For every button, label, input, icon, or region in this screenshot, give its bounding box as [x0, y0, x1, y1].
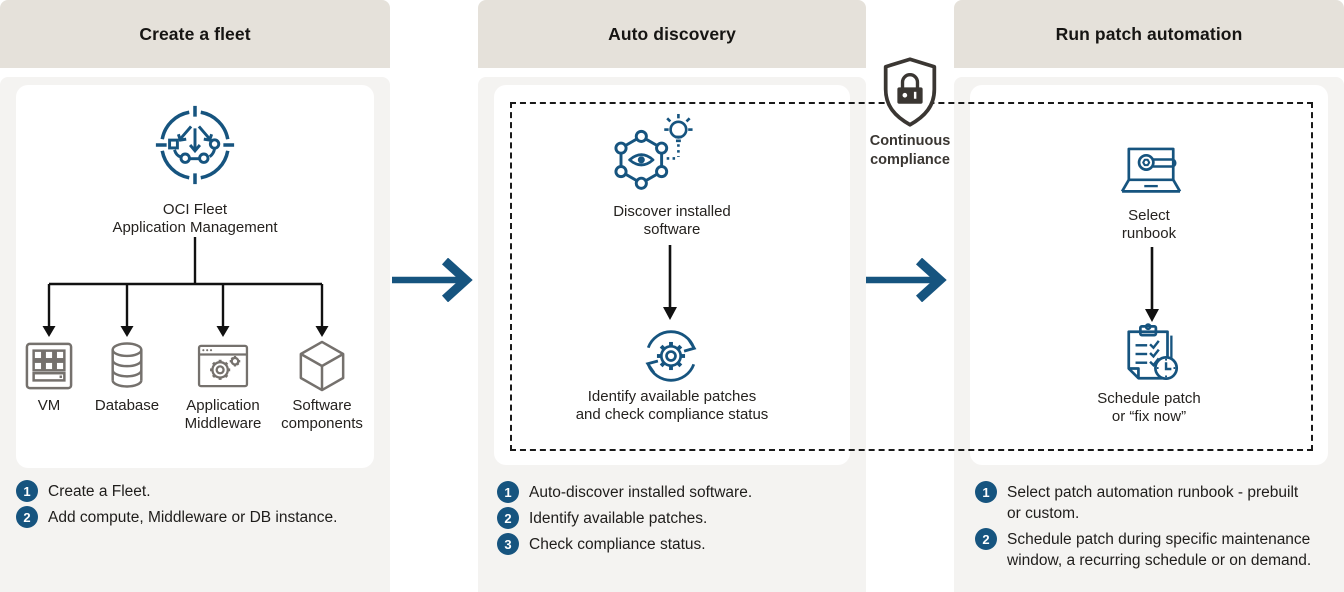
- step-row: 1 Select patch automation runbook - preb…: [975, 481, 1311, 524]
- select-runbook-label: Select runbook: [1121, 207, 1177, 242]
- identify-patches-icon: [645, 330, 697, 382]
- database-label: Database: [94, 397, 160, 414]
- step-text: Check compliance status.: [529, 536, 706, 553]
- panel-create-fleet: Create a fleet: [0, 0, 390, 592]
- panel-title: Create a fleet: [139, 23, 251, 44]
- step-row: 2 Identify available patches.: [497, 507, 752, 529]
- step-number-badge: 1: [975, 481, 997, 503]
- steps-auto-discovery: 1 Auto-discover installed software. 2 Id…: [497, 481, 752, 559]
- step-text: Identify available patches.: [529, 510, 708, 527]
- panel-header: Create a fleet: [0, 0, 390, 68]
- steps-create-fleet: 1 Create a Fleet. 2 Add compute, Middlew…: [16, 480, 337, 532]
- step-text: Select patch automation runbook - prebui…: [1007, 484, 1299, 522]
- continuous-compliance-badge: Continuous compliance: [862, 56, 958, 169]
- step-number-badge: 2: [975, 528, 997, 550]
- step-row: 3 Check compliance status.: [497, 533, 752, 555]
- step-row: 2 Schedule patch during specific mainten…: [975, 528, 1311, 571]
- card-run-patch-automation: Select runbook: [970, 85, 1328, 465]
- continuous-compliance-label: Continuous compliance: [869, 133, 951, 168]
- down-arrow: [663, 245, 677, 320]
- panel-header: Auto discovery: [478, 0, 866, 68]
- step-text: Create a Fleet.: [48, 483, 151, 500]
- application-middleware-icon: [197, 344, 249, 388]
- down-arrow: [1145, 247, 1159, 322]
- fleet-management-label: OCI Fleet Application Management: [112, 201, 278, 236]
- step-row: 1 Create a Fleet.: [16, 480, 337, 502]
- fleet-management-icon: [155, 105, 235, 185]
- select-runbook-icon: [1120, 147, 1182, 193]
- flow-arrow-right-icon: [392, 258, 473, 302]
- step-number-badge: 1: [497, 481, 519, 503]
- software-components-icon: [299, 340, 345, 392]
- steps-run-patch-automation: 1 Select patch automation runbook - preb…: [975, 481, 1311, 575]
- application-middleware-label: Application Middleware: [184, 397, 262, 432]
- step-number-badge: 2: [497, 507, 519, 529]
- step-number-badge: 3: [497, 533, 519, 555]
- step-row: 1 Auto-discover installed software.: [497, 481, 752, 503]
- step-text: Schedule patch during specific maintenan…: [1007, 531, 1312, 569]
- schedule-patch-icon: [1127, 323, 1179, 381]
- software-components-label: Software components: [281, 397, 363, 432]
- step-number-badge: 1: [16, 480, 38, 502]
- step-text: Auto-discover installed software.: [529, 484, 753, 501]
- flow-arrow-right-icon: [866, 258, 947, 302]
- schedule-patch-label: Schedule patch or “fix now”: [1097, 390, 1201, 425]
- vm-icon: [25, 342, 73, 390]
- panel-header: Run patch automation: [954, 0, 1344, 68]
- step-number-badge: 2: [16, 506, 38, 528]
- step-row: 2 Add compute, Middleware or DB instance…: [16, 506, 337, 528]
- step-text: Add compute, Middleware or DB instance.: [48, 509, 338, 526]
- card-create-fleet: OCI Fleet Application Management: [16, 85, 374, 468]
- panel-run-patch-automation: Run patch automation Select runbook: [954, 0, 1344, 592]
- tree-connector-lines: [42, 237, 329, 337]
- discover-software-icon: [614, 113, 693, 190]
- vm-label: VM: [37, 397, 61, 414]
- shield-lock-icon: [883, 57, 937, 127]
- identify-patches-label: Identify available patches and check com…: [575, 388, 769, 423]
- panel-title: Auto discovery: [608, 23, 736, 44]
- panel-auto-discovery: Auto discovery: [478, 0, 866, 592]
- panel-title: Run patch automation: [1055, 23, 1243, 44]
- database-icon: [111, 342, 143, 388]
- card-auto-discovery: Discover installed software: [494, 85, 850, 465]
- discover-software-label: Discover installed software: [613, 203, 731, 238]
